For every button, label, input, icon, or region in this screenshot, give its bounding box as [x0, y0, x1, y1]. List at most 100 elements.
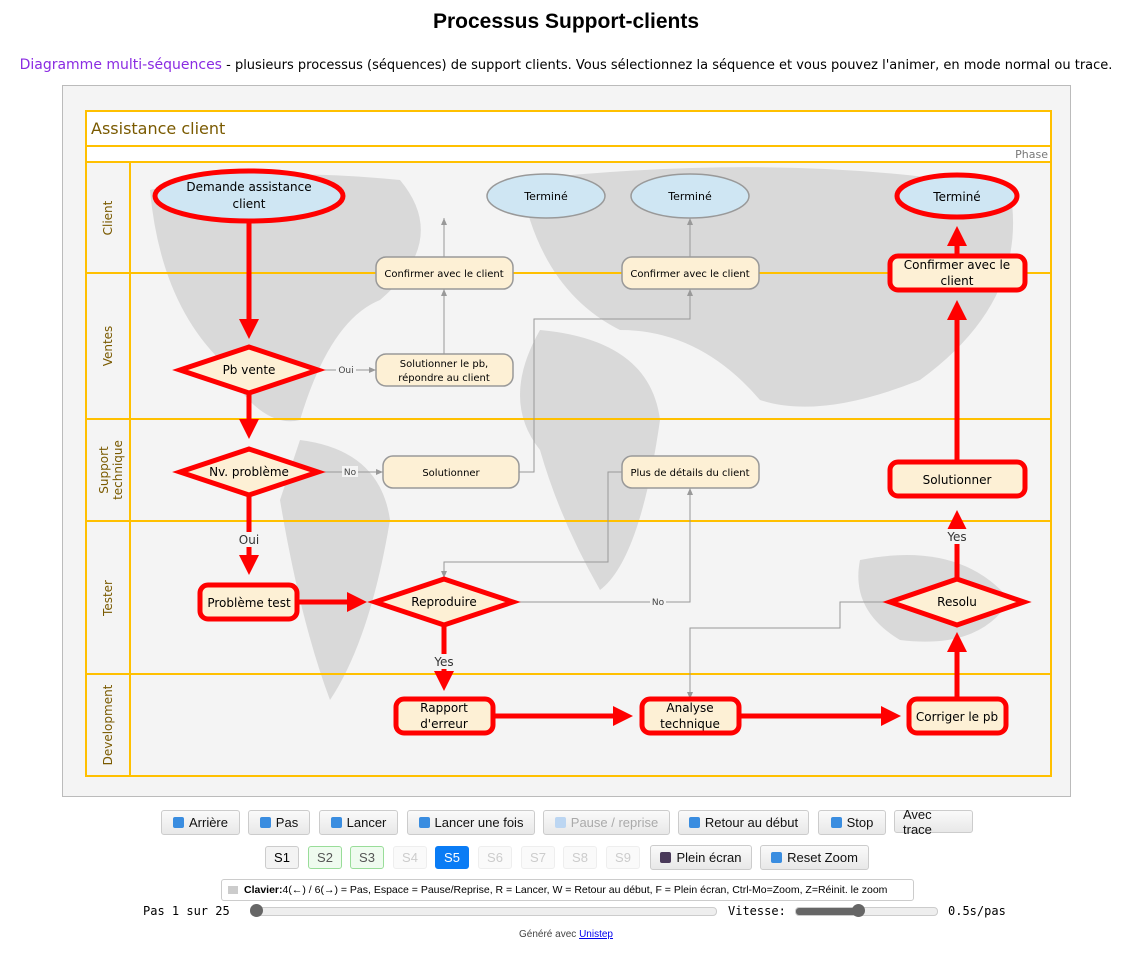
subtitle-text: - plusieurs processus (séquences) de sup…: [221, 58, 1113, 73]
stop-button[interactable]: Stop: [818, 810, 886, 835]
stop-label: Stop: [846, 815, 874, 830]
sequence-s5[interactable]: S5: [435, 846, 469, 869]
sequence-s3[interactable]: S3: [350, 846, 384, 869]
node-rapport[interactable]: Rapport d'erreur: [393, 696, 496, 736]
play-once-icon: [418, 817, 430, 828]
stop-icon: [830, 817, 842, 828]
progress-slider-thumb[interactable]: [250, 904, 263, 917]
inactive-edges: [319, 218, 889, 699]
speed-value: 0.5s/pas: [948, 904, 1006, 918]
svg-text:technique: technique: [660, 717, 720, 731]
run-once-button[interactable]: Lancer une fois: [407, 810, 535, 835]
svg-text:Solutionner: Solutionner: [923, 473, 992, 487]
phase-label: Phase: [1015, 148, 1048, 161]
pool-frame: [85, 110, 1052, 777]
trace-label: Avec trace: [903, 806, 932, 837]
sequence-s9[interactable]: S9: [606, 846, 640, 869]
keyboard-icon: [228, 886, 238, 894]
node-resolu[interactable]: Resolu: [882, 576, 1032, 628]
sequence-s8[interactable]: S8: [563, 846, 597, 869]
sequence-s4[interactable]: S4: [393, 846, 427, 869]
sequence-s1[interactable]: S1: [265, 846, 299, 869]
sequence-s6[interactable]: S6: [478, 846, 512, 869]
fullscreen-button[interactable]: Plein écran: [650, 845, 752, 870]
pool-title: Assistance client: [91, 119, 225, 138]
speed-slider-thumb[interactable]: [852, 904, 865, 917]
svg-text:Reproduire: Reproduire: [411, 595, 476, 609]
node-solutionner[interactable]: Solutionner: [382, 455, 520, 489]
restart-button[interactable]: Retour au début: [678, 810, 809, 835]
svg-text:client: client: [233, 197, 266, 211]
svg-text:Solutionner le pb,: Solutionner le pb,: [400, 359, 489, 370]
back-label: Arrière: [188, 815, 228, 830]
edge-label-oui: Oui: [239, 533, 259, 547]
fast-forward-icon: [259, 817, 271, 828]
svg-text:Resolu: Resolu: [937, 595, 977, 609]
lane-ventes: Ventes: [101, 326, 115, 367]
svg-text:Solutionner: Solutionner: [422, 468, 480, 479]
node-termine[interactable]: Terminé: [486, 173, 606, 219]
run-once-label: Lancer une fois: [434, 815, 524, 830]
sequence-s2[interactable]: S2: [308, 846, 342, 869]
trace-toggle[interactable]: Avec trace: [894, 807, 973, 837]
node-plus-details[interactable]: Plus de détails du client: [621, 455, 760, 489]
svg-text:Pb vente: Pb vente: [223, 363, 276, 377]
lane-tester: Tester: [101, 580, 115, 617]
reset-zoom-label: Reset Zoom: [787, 850, 858, 865]
node-termine-active[interactable]: Terminé: [894, 172, 1020, 220]
speed-slider[interactable]: [795, 907, 938, 916]
fullscreen-icon: [660, 852, 672, 863]
svg-text:répondre au client: répondre au client: [398, 372, 490, 384]
edge-label-no: No: [344, 468, 357, 478]
edge-label-yes: Yes: [433, 655, 453, 669]
footer-text: Généré avec: [519, 929, 580, 940]
sequence-s7[interactable]: S7: [521, 846, 555, 869]
svg-text:client: client: [941, 274, 974, 288]
back-button[interactable]: Arrière: [161, 810, 240, 835]
svg-text:Corriger le pb: Corriger le pb: [916, 710, 998, 724]
node-termine[interactable]: Terminé: [630, 173, 750, 219]
reset-icon: [771, 852, 783, 863]
world-map-background: [150, 167, 1014, 700]
node-solutionner-pb[interactable]: Solutionner le pb, répondre au client: [375, 353, 514, 387]
svg-text:Terminé: Terminé: [523, 190, 568, 203]
rewind-icon: [172, 817, 184, 828]
svg-text:Terminé: Terminé: [667, 190, 712, 203]
node-analyse[interactable]: Analyse technique: [639, 696, 742, 736]
pause-button[interactable]: Pause / reprise: [543, 810, 670, 835]
step-button[interactable]: Pas: [248, 810, 310, 835]
node-pb-vente[interactable]: Pb vente: [172, 344, 326, 396]
svg-text:Problème test: Problème test: [207, 596, 291, 610]
unistep-link[interactable]: Unistep: [579, 929, 613, 940]
keyboard-label: Clavier:: [244, 884, 283, 896]
node-nv-probleme[interactable]: Nv. problème: [172, 446, 326, 498]
edge-label-oui: Oui: [338, 366, 353, 376]
run-button[interactable]: Lancer: [319, 810, 398, 835]
active-edges: [239, 222, 967, 726]
node-probleme-test[interactable]: Problème test: [197, 582, 300, 622]
node-confirmer[interactable]: Confirmer avec le client: [621, 256, 760, 290]
step-label: Pas: [275, 815, 299, 830]
svg-text:d'erreur: d'erreur: [420, 717, 468, 731]
svg-text:Nv. problème: Nv. problème: [209, 465, 289, 479]
progress-slider[interactable]: [250, 907, 717, 916]
node-solutionner-active[interactable]: Solutionner: [887, 459, 1028, 499]
node-corriger[interactable]: Corriger le pb: [906, 696, 1009, 736]
node-reproduire[interactable]: Reproduire: [367, 576, 521, 628]
lane-client: Client: [101, 200, 115, 235]
edge-label-yes: Yes: [946, 530, 966, 544]
keyboard-text: 4(←) / 6(→) = Pas, Espace = Pause/Repris…: [282, 884, 888, 896]
diagram-canvas[interactable]: Assistance client Phase Client Ventes Su…: [62, 85, 1071, 797]
pause-label: Pause / reprise: [570, 815, 659, 830]
keyboard-help: Clavier: 4(←) / 6(→) = Pas, Espace = Pau…: [221, 879, 914, 901]
lane-support: Supporttechnique: [97, 440, 125, 500]
page-title: Processus Support-clients: [432, 10, 700, 33]
svg-text:Rapport: Rapport: [420, 701, 468, 715]
restart-icon: [688, 817, 700, 828]
reset-zoom-button[interactable]: Reset Zoom: [760, 845, 869, 870]
node-confirmer[interactable]: Confirmer avec le client: [375, 256, 514, 290]
pause-icon: [554, 817, 566, 828]
svg-text:Analyse: Analyse: [666, 701, 713, 715]
